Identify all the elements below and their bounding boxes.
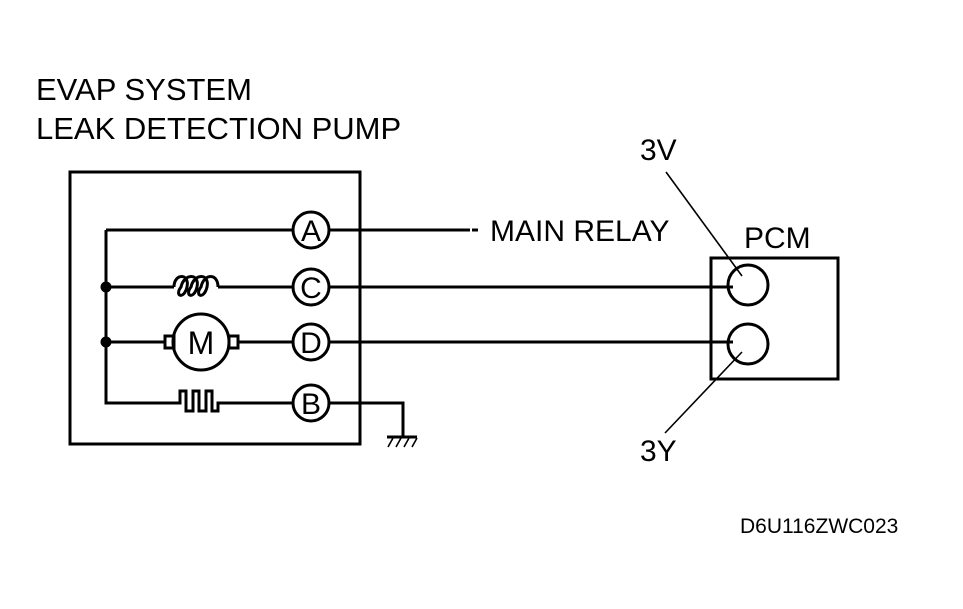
heater-icon — [170, 389, 293, 413]
pcm-pin-3y-leader — [664, 351, 743, 434]
diagram-title-line2: LEAK DETECTION PUMP — [36, 111, 401, 146]
junction-dot-lower — [100, 336, 112, 348]
wire-b-to-ground — [329, 401, 405, 437]
leak-detection-pump-box — [68, 170, 362, 446]
terminal-b-label: B — [301, 388, 321, 421]
ground-icon — [387, 435, 418, 448]
pcm-pin-3v-leader — [665, 171, 743, 277]
main-relay-label: MAIN RELAY — [490, 215, 670, 248]
motor-icon — [171, 312, 231, 372]
junction-dot-upper — [100, 281, 112, 293]
internal-bus-wire — [104, 230, 170, 405]
motor-label: M — [188, 325, 215, 361]
pcm-pin-3y-label: 3Y — [640, 435, 677, 468]
pcm-box — [709, 256, 840, 381]
pcm-pin-3v-label: 3V — [640, 134, 677, 167]
terminal-a-label: A — [301, 215, 321, 248]
terminal-c-label: C — [300, 272, 322, 305]
diagram-title-line1: EVAP SYSTEM — [36, 72, 252, 107]
pcm-label: PCM — [744, 222, 811, 255]
coil-icon — [172, 275, 220, 297]
pcm-pin-3y — [726, 322, 770, 366]
figure-code: D6U116ZWC023 — [740, 515, 898, 538]
terminal-d-label: D — [300, 327, 322, 360]
pcm-pin-3v — [726, 263, 770, 307]
